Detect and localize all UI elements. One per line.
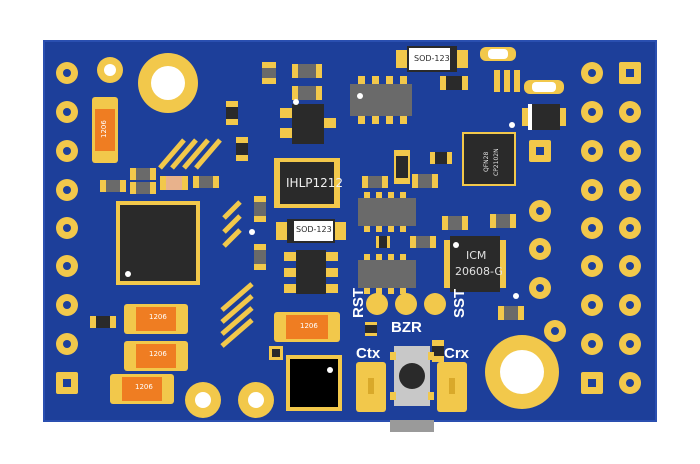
diagonal-traces-low bbox=[220, 282, 254, 348]
crx-label: Crx bbox=[444, 345, 470, 362]
r1206-a-label: 1206 bbox=[149, 313, 167, 321]
inner-right-pads bbox=[529, 140, 566, 342]
qfn-chip-right bbox=[458, 128, 520, 190]
transistor-lower bbox=[284, 250, 338, 294]
sst-label: SST bbox=[451, 288, 468, 318]
r1206-side-label: 1206 bbox=[100, 120, 108, 138]
jumper-pads-top-right bbox=[494, 70, 520, 92]
reset-button[interactable] bbox=[390, 346, 434, 406]
usb-connector-tab bbox=[390, 420, 434, 432]
inductor-ihlp1212 bbox=[274, 158, 340, 208]
r1206-b-label: 1206 bbox=[149, 350, 167, 358]
transistor-top bbox=[280, 104, 336, 144]
qfn-right-label-a: CP2102N bbox=[493, 148, 500, 176]
mounting-hole-bottom bbox=[485, 335, 559, 409]
rst-label: RST bbox=[350, 288, 367, 318]
small-chip-vertical bbox=[394, 150, 410, 184]
small-hole-top bbox=[97, 57, 123, 83]
silkscreen-dots bbox=[249, 93, 519, 299]
diode-sod123-top bbox=[396, 46, 468, 72]
resistor-1206-d bbox=[274, 312, 340, 342]
bottom-round-pads bbox=[185, 382, 274, 418]
sst-pad bbox=[424, 293, 446, 315]
diode-sod123-mid bbox=[276, 219, 346, 243]
diagonal-traces-mid bbox=[222, 200, 242, 248]
resistor-1206-vertical bbox=[92, 97, 118, 163]
rst-pad bbox=[366, 293, 388, 315]
small-diode-top-right bbox=[480, 47, 564, 94]
diode-top-label: SOD-123 bbox=[414, 54, 450, 63]
ctx-pad bbox=[356, 362, 386, 412]
gray-ic-top bbox=[350, 76, 412, 124]
imu-label-line2: 20608-G bbox=[455, 265, 503, 278]
bzr-label: BZR bbox=[391, 319, 422, 336]
diagonal-traces-top bbox=[158, 138, 222, 170]
imu-label-line1: ICM bbox=[466, 249, 487, 262]
bzr-pad bbox=[395, 293, 417, 315]
inductor-label: IHLP1212 bbox=[286, 176, 344, 190]
mcu-chip-left bbox=[110, 195, 206, 291]
left-header-pads bbox=[56, 62, 78, 394]
sma-diode-right bbox=[522, 104, 566, 130]
test-pads bbox=[366, 293, 446, 315]
r1206-d-label: 1206 bbox=[300, 322, 318, 330]
resistor-1206-b bbox=[124, 341, 188, 371]
gray-ic-center-a bbox=[358, 192, 416, 232]
diode-mid-label: SOD-123 bbox=[296, 225, 332, 234]
qfn-chip-bottom bbox=[286, 355, 342, 411]
small-passives bbox=[90, 50, 524, 362]
mounting-hole-top bbox=[138, 53, 198, 113]
imu-chip bbox=[444, 236, 506, 292]
qfn-right-label-b: QFN28 bbox=[483, 151, 490, 172]
r1206-c-label: 1206 bbox=[135, 383, 153, 391]
ctx-label: Ctx bbox=[356, 345, 381, 362]
right-header-pads bbox=[581, 62, 641, 394]
crx-pad bbox=[437, 362, 467, 412]
resistor-1206-a bbox=[124, 304, 188, 334]
resistor-1206-c bbox=[110, 374, 174, 404]
gray-ic-center-b bbox=[358, 254, 416, 294]
